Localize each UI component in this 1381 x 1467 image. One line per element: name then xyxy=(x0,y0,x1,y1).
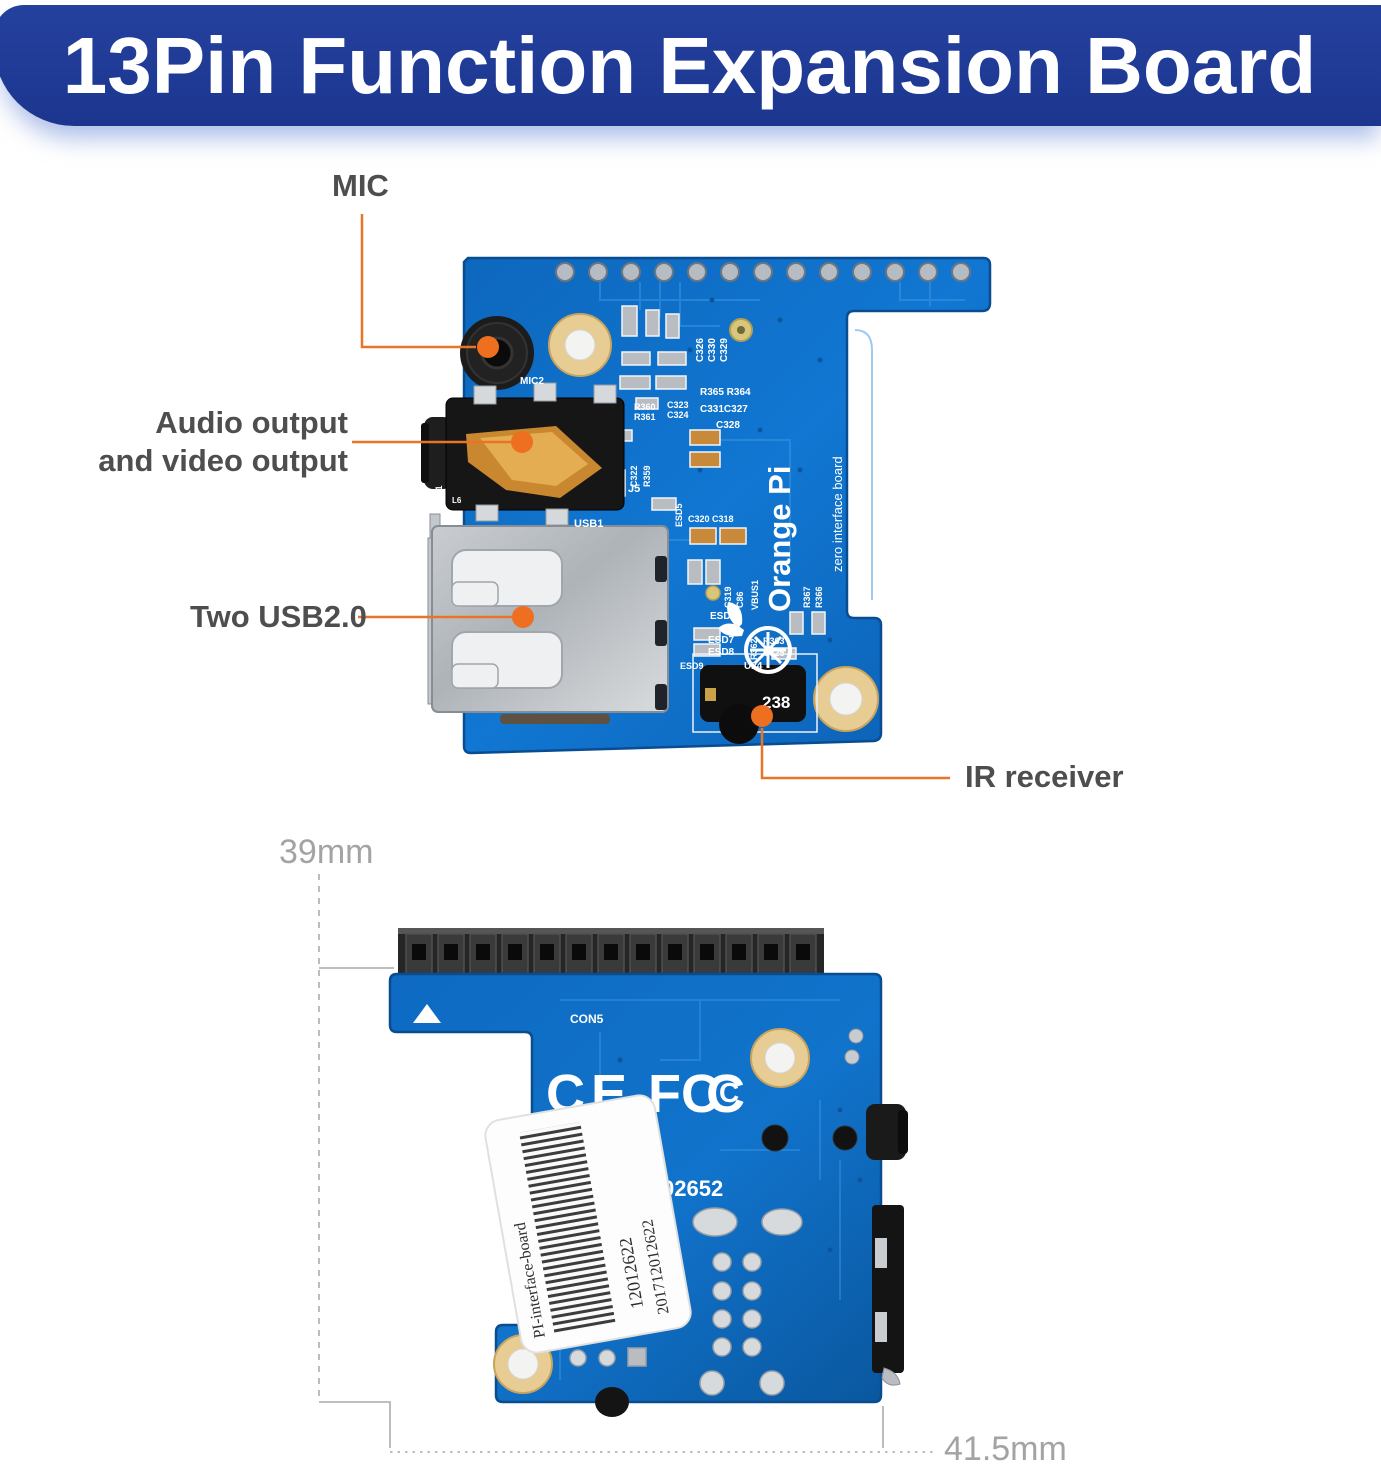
svg-text:C325: C325 xyxy=(763,648,785,658)
svg-text:J5: J5 xyxy=(628,483,640,495)
dimension-lines xyxy=(318,874,936,1453)
mic-leader-line xyxy=(360,214,476,349)
mounting-hole xyxy=(548,313,612,377)
fcc-inner-c: C xyxy=(719,1077,739,1108)
svg-text:ESD9: ESD9 xyxy=(680,661,704,671)
audio-jack-component xyxy=(421,382,625,526)
svg-text:U24: U24 xyxy=(744,661,763,672)
svg-text:C324: C324 xyxy=(667,410,689,420)
callout-label-mic: MIC xyxy=(332,168,389,203)
header-banner: 13Pin Function Expansion Board xyxy=(0,5,1381,126)
svg-text:C323: C323 xyxy=(667,400,689,410)
via-dots-front xyxy=(687,297,833,643)
svg-text:C331C327: C331C327 xyxy=(700,404,748,415)
black-component xyxy=(832,1125,858,1151)
svg-text:C319: C319 xyxy=(723,586,733,608)
usb-port-rear xyxy=(872,1205,904,1386)
pin-row-front xyxy=(555,262,971,282)
pcb-traces-front xyxy=(599,280,965,600)
height-bottom-elbow xyxy=(319,1401,391,1448)
svg-text:R360: R360 xyxy=(634,402,656,412)
svg-text:C320 C318: C320 C318 xyxy=(688,514,734,524)
sticker-label: PI-interface-board 12012622 201712012622 xyxy=(484,1094,692,1354)
fcc-outer-c: C xyxy=(706,1064,745,1124)
gold-via xyxy=(729,318,753,342)
svg-text:R367: R367 xyxy=(802,586,812,608)
solder-pad xyxy=(848,1028,864,1044)
svg-text:C322: C322 xyxy=(629,465,639,487)
dimension-label-height: 39mm xyxy=(279,833,374,871)
svg-text:ESD7: ESD7 xyxy=(708,635,735,646)
ir-leader-line xyxy=(760,728,950,780)
svg-text:R359: R359 xyxy=(642,465,652,487)
ir-marking: 238 xyxy=(762,693,790,712)
svg-text:L6: L6 xyxy=(452,496,462,505)
svg-text:R362: R362 xyxy=(749,638,759,660)
svg-text:USB1: USB1 xyxy=(574,518,603,530)
svg-text:ESD8: ESD8 xyxy=(708,647,735,658)
svg-text:R361: R361 xyxy=(634,412,656,422)
version-text: v1.2 xyxy=(857,367,872,392)
audio-jack-rear xyxy=(866,1104,908,1160)
svg-text:C328: C328 xyxy=(716,420,740,431)
callout-lines xyxy=(352,214,950,780)
board-front: 238 Orange Pi zero interface board v1.2 … xyxy=(421,256,992,755)
svg-text:R366: R366 xyxy=(814,586,824,608)
ir-receiver-component: 238 xyxy=(692,653,818,744)
mounting-hole xyxy=(813,666,879,732)
callout-label-ir: IR receiver xyxy=(965,759,1124,794)
pin1-triangle-marker xyxy=(413,1004,441,1023)
svg-text:ESD5: ESD5 xyxy=(674,503,684,527)
page-title: 13Pin Function Expansion Board xyxy=(62,21,1317,110)
usb-port-component xyxy=(427,513,669,724)
solder-pad xyxy=(844,1049,860,1065)
callout-label-usb: Two USB2.0 xyxy=(190,599,367,634)
fcc-mark: FC xyxy=(648,1064,720,1124)
serial-number: 02652 xyxy=(662,1176,723,1201)
black-component xyxy=(761,1124,789,1152)
connector-label: CON5 xyxy=(570,1012,604,1026)
gold-via xyxy=(705,585,721,601)
svg-text:C321: C321 xyxy=(434,485,444,507)
svg-text:C86: C86 xyxy=(735,591,745,608)
barcode xyxy=(519,1121,616,1334)
svg-text:C330: C330 xyxy=(707,338,718,362)
solder-joints xyxy=(569,1207,803,1396)
mic-dot xyxy=(477,336,499,358)
mounting-hole xyxy=(750,1028,810,1088)
smd-components xyxy=(611,305,826,660)
board-back: CON5 CE FC C C 02652 xyxy=(388,928,908,1417)
svg-text:VBUS1: VBUS1 xyxy=(750,580,760,610)
audio-dot xyxy=(511,431,533,453)
callout-label-audio-line2: and video output xyxy=(98,443,348,478)
board-name-text: zero interface board xyxy=(830,456,845,572)
orange-pi-logo xyxy=(718,602,792,674)
ir-dot xyxy=(751,705,773,727)
callout-label-audio-line1: Audio output xyxy=(155,405,348,440)
svg-text:R363: R363 xyxy=(763,636,785,646)
brand-text: Orange Pi xyxy=(762,466,797,612)
svg-text:R365 R364: R365 R364 xyxy=(700,387,751,398)
svg-text:C326: C326 xyxy=(695,338,706,362)
callout-label-audio: Audio output and video output xyxy=(98,404,348,480)
svg-text:MIC2: MIC2 xyxy=(520,376,544,387)
callout-dots xyxy=(477,336,773,727)
svg-text:ESD6: ESD6 xyxy=(710,611,737,622)
svg-text:C329: C329 xyxy=(719,338,730,362)
black-dome-component xyxy=(595,1387,629,1417)
dimension-label-width: 41.5mm xyxy=(944,1430,1067,1467)
usb-dot xyxy=(512,606,534,628)
pin-header-13 xyxy=(398,928,824,980)
silkscreen-labels-front: MIC2 J5 USB1 C326 C330 C329 R365 R364 C3… xyxy=(434,338,824,672)
